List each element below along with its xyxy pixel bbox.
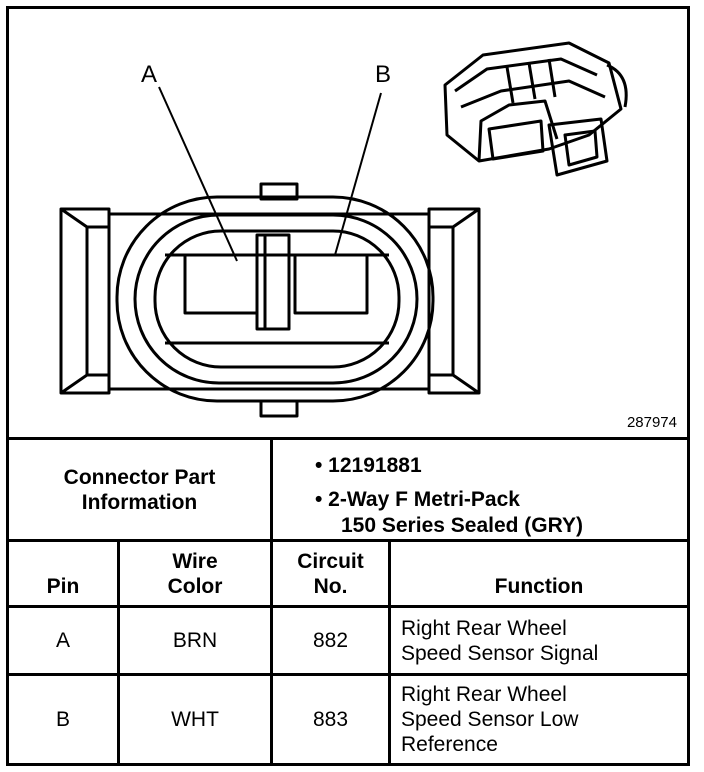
header-circuit-line1: Circuit <box>297 549 364 573</box>
row-a-function: Right Rear Wheel Speed Sensor Signal <box>401 608 685 673</box>
center-divider <box>255 233 291 331</box>
row-b-pin: B <box>55 708 70 731</box>
header-function: Function <box>494 575 584 598</box>
row-b-function: Right Rear Wheel Speed Sensor Low Refere… <box>401 676 685 763</box>
row-b-function-line3: Reference <box>401 733 498 756</box>
col-divider-1 <box>117 539 120 763</box>
row-a-border <box>9 673 687 676</box>
connector-info-details: • 12191881 • 2-Way F Metri-Pack 150 Seri… <box>315 453 583 539</box>
inner-cavity <box>153 229 401 369</box>
row-b-function-line2: Speed Sensor Low <box>401 708 579 731</box>
part-number: • 12191881 <box>315 454 422 477</box>
terminal-a <box>183 253 259 315</box>
left-flange-bevel <box>60 207 89 395</box>
figure-number: 287974 <box>626 414 677 431</box>
table-top-border <box>9 437 687 440</box>
connector-description-line1: • 2-Way F Metri-Pack <box>315 488 520 511</box>
connector-diagram-frame: A B 287974 Connector Part Information • … <box>6 6 690 766</box>
middle-seal <box>133 213 419 385</box>
row-a-pin: A <box>55 629 70 652</box>
header-circuit-no: Circuit No. <box>273 542 388 605</box>
callout-a-label: A <box>141 61 158 88</box>
row-b-circuit: 883 <box>312 708 349 731</box>
col-divider-2 <box>270 539 273 763</box>
header-wire-color: Wire Color <box>120 542 270 605</box>
header-row-border <box>9 605 687 608</box>
connector-face-drawing <box>59 41 628 418</box>
row-a-wire-color: BRN <box>172 629 218 652</box>
row-b-function-line1: Right Rear Wheel <box>401 683 567 706</box>
connector-info-label-line1: Connector Part <box>63 465 216 489</box>
callout-a-leader <box>158 86 238 262</box>
header-wire-color-line1: Wire <box>172 549 218 573</box>
left-flange <box>59 207 111 395</box>
connector-description-line2: 150 Series Sealed (GRY) <box>341 514 584 537</box>
connector-info-label-line2: Information <box>81 490 198 514</box>
header-circuit-line2: No. <box>313 574 348 598</box>
header-pin: Pin <box>46 575 80 598</box>
right-flange-bevel <box>451 207 480 395</box>
callout-b-label: B <box>375 61 392 88</box>
row-b-wire-color: WHT <box>171 708 219 731</box>
info-row-border <box>9 539 687 542</box>
row-a-function-line1: Right Rear Wheel <box>401 616 567 640</box>
terminal-b <box>293 253 369 315</box>
callout-b-leader <box>334 92 382 256</box>
info-divider <box>270 437 273 539</box>
row-a-circuit: 882 <box>312 629 349 652</box>
bottom-tab <box>259 399 299 418</box>
top-tab <box>259 182 299 201</box>
row-a-function-line2: Speed Sensor Signal <box>401 641 599 665</box>
connector-3d-sketch <box>443 41 628 177</box>
connector-illustration: A B 287974 <box>9 9 687 439</box>
header-wire-color-line2: Color <box>167 574 223 598</box>
col-divider-3 <box>388 539 391 763</box>
connector-info-label: Connector Part Information <box>9 440 270 539</box>
outer-seal <box>115 195 435 403</box>
